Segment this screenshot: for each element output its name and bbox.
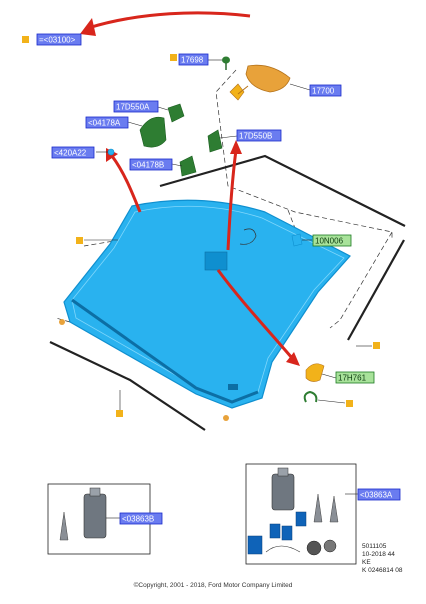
label-17d550b[interactable]: 17D550B [236,129,282,142]
bottom-end-clip-icon [223,415,229,421]
svg-text:17D550A: 17D550A [116,103,150,112]
red-arrow-center [226,149,238,251]
meta-line-3: KE [362,559,371,566]
svg-text:17698: 17698 [181,56,204,65]
part-04178b-icon[interactable] [179,155,197,177]
label-17d550a[interactable]: 17D550A [113,100,159,113]
left-end-clip-icon [59,319,65,325]
marker-right [373,342,380,349]
svg-text:<04178B: <04178B [132,161,164,170]
meta-line-4: K 0246814 08 [362,567,403,574]
clip-green-icon[interactable] [303,390,318,403]
label-04178a[interactable]: <04178A [85,116,129,129]
svg-text:<03863B: <03863B [122,515,154,524]
right-molding-strip [347,239,405,341]
frame-dashed-outline [215,69,393,329]
top-ref-label[interactable]: =<03100> [36,33,82,46]
top-molding-strip [159,154,406,227]
diagram-meta: 5011105 10-2018 44 KE K 0246814 08 [362,543,402,575]
part-17d550a-icon[interactable] [167,103,185,123]
label-17700[interactable]: 17700 [309,84,342,97]
label-03863b[interactable]: <03863B [119,512,163,525]
windshield-glass[interactable] [63,199,351,409]
leader-lines [84,59,372,410]
meta-line-1: 5011105 [362,543,387,550]
marker-left [76,237,83,244]
label-03863a[interactable]: <03863A [357,488,401,501]
frame-dashed-outline-2 [55,209,299,323]
red-arrow-right-head [286,352,300,366]
label-420a22[interactable]: <420A22 [51,146,95,159]
svg-text:17D550B: 17D550B [239,132,272,141]
meta-line-2: 10-2018 44 [362,551,395,558]
red-arrow-left [110,155,142,213]
part-17h761-sensor-icon[interactable] [305,363,325,382]
part-04178a-icon[interactable] [139,116,167,148]
lower-molding-strip [49,341,206,431]
part-17d550b-icon[interactable] [207,129,223,153]
mirror-cable-icon [239,228,257,245]
red-arrow-center-head [230,140,242,154]
kit-box-03863a[interactable] [245,463,357,565]
svg-text:<04178A: <04178A [88,119,121,128]
part-17700-mirror-icon[interactable] [229,64,291,101]
svg-text:17700: 17700 [312,87,335,96]
svg-text:<420A22: <420A22 [54,149,87,158]
label-04178b[interactable]: <04178B [129,158,173,171]
marker-clip [346,400,353,407]
part-17698-icon[interactable] [222,56,230,71]
part-10n006-icon[interactable] [291,233,303,247]
svg-text:=<03100>: =<03100> [39,36,76,45]
red-arrow-right [216,269,294,359]
svg-text:10N006: 10N006 [315,237,344,246]
svg-text:<03863A: <03863A [360,491,393,500]
label-17h761[interactable]: 17H761 [335,371,375,384]
label-17698[interactable]: 17698 [170,53,209,66]
top-red-arrow [87,11,251,30]
top-ref-marker [22,36,29,43]
part-420a22-icon[interactable] [107,148,115,156]
svg-text:17H761: 17H761 [338,374,367,383]
top-red-arrowhead [80,18,96,36]
marker-bottom [116,410,123,417]
label-10n006[interactable]: 10N006 [312,234,352,247]
copyright-footer: ©Copyright, 2001 - 2018, Ford Motor Comp… [133,582,293,589]
